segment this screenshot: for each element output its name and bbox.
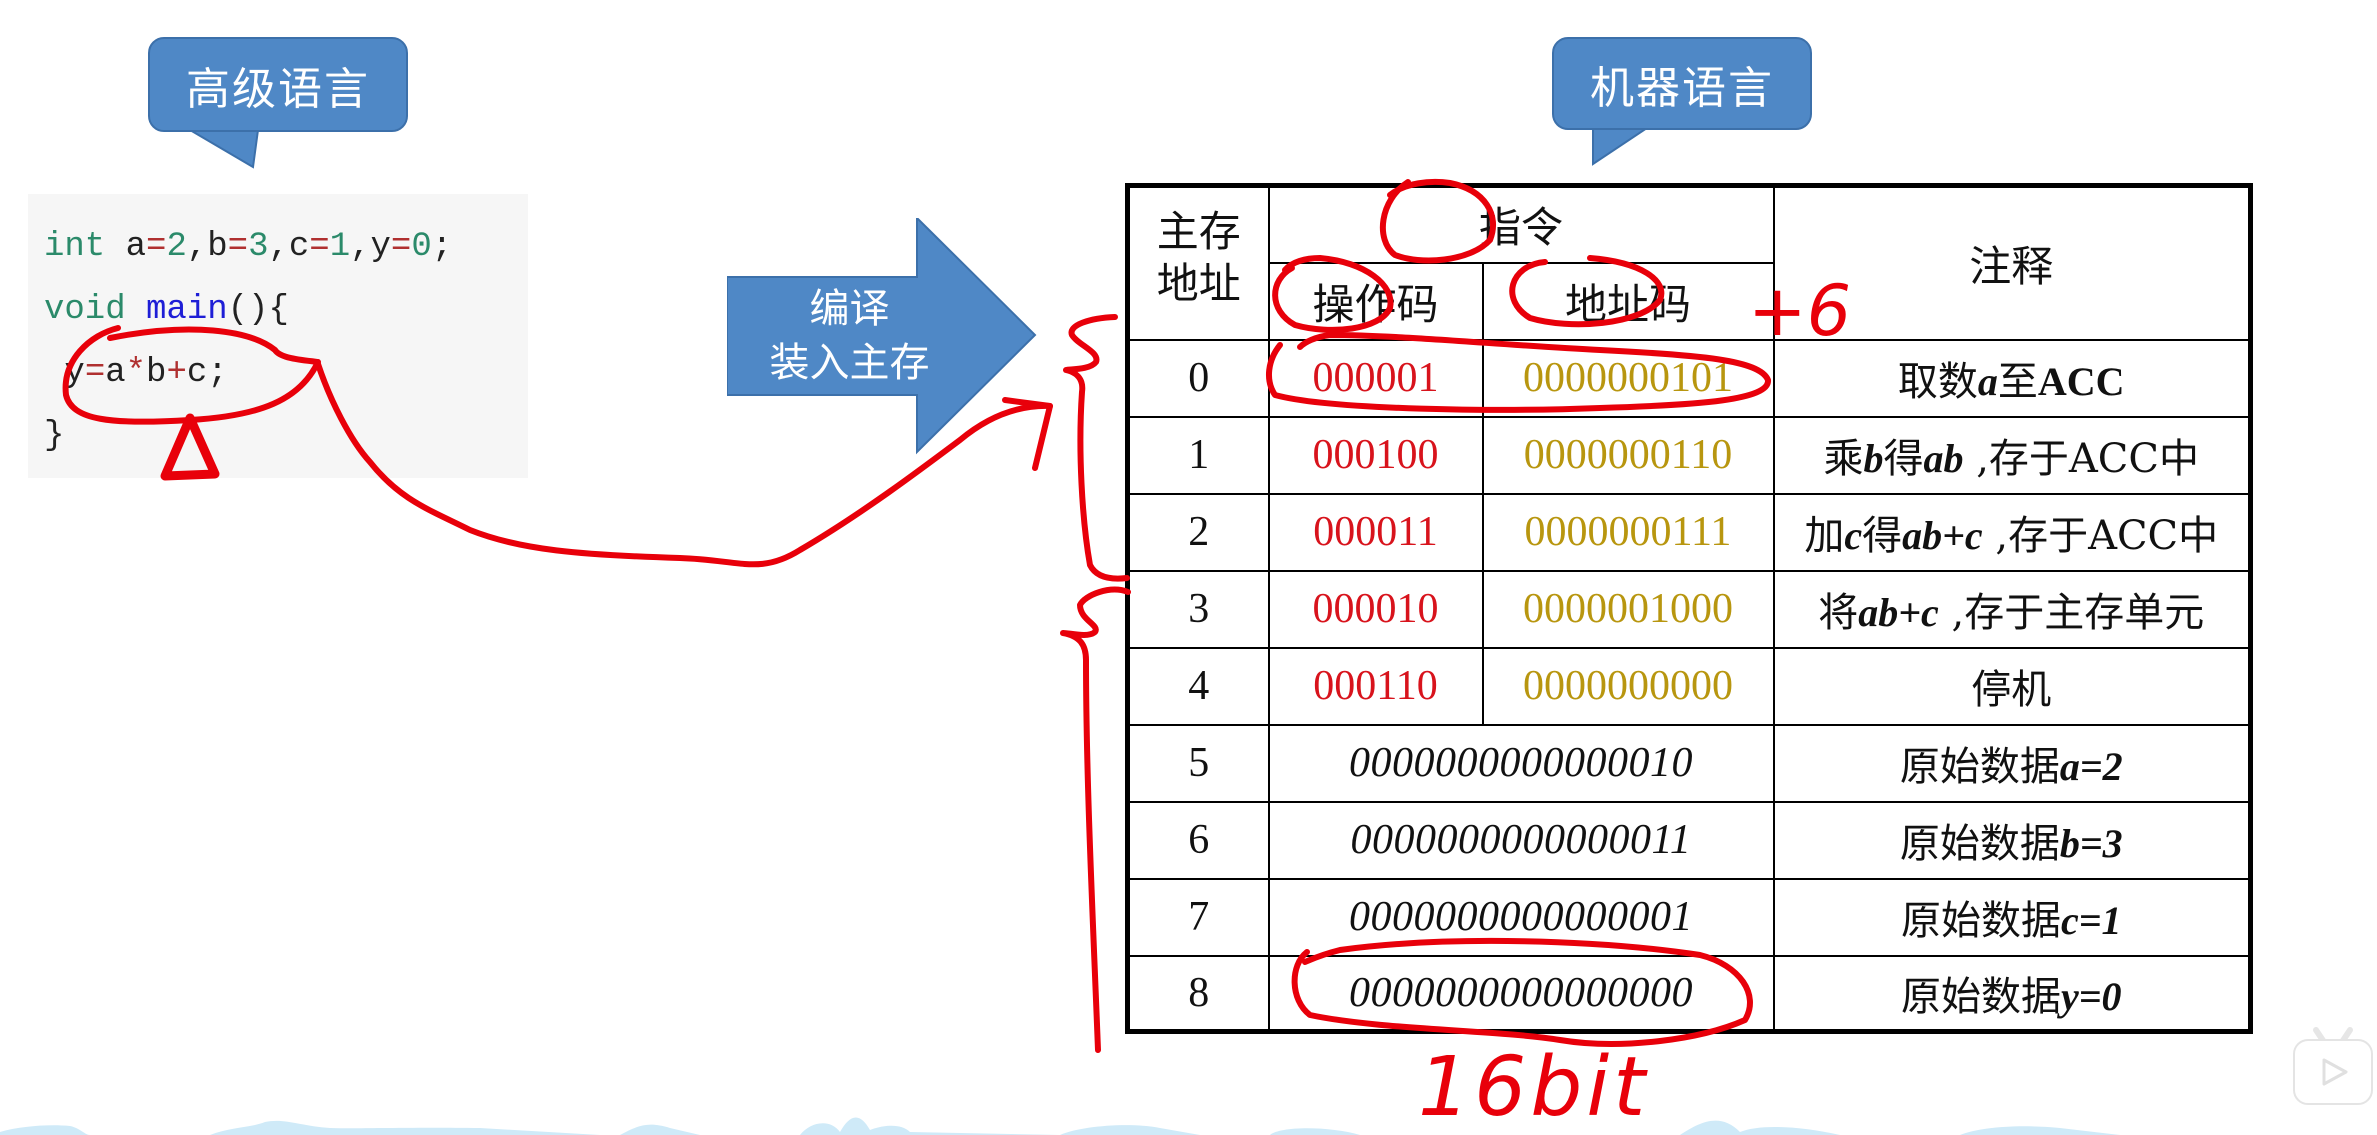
row-address-code: 0000000111 <box>1481 492 1775 572</box>
handwritten-field-width: +6 <box>1748 270 1852 352</box>
row-opcode: 000001 <box>1267 338 1484 418</box>
brace-instructions-icon <box>1063 314 1130 582</box>
row-opcode: 000110 <box>1267 646 1484 726</box>
row-comment: 加c得ab+c ,存于ACC中 <box>1772 492 2252 572</box>
header-address-code: 地址码 <box>1481 261 1775 341</box>
row-address: 3 <box>1126 569 1270 649</box>
row-address: 2 <box>1126 492 1270 572</box>
table-header-row-1: 主存 地址 指令 注释 <box>1126 184 2252 341</box>
row-data-value: 0000000000000001 <box>1267 877 1775 957</box>
row-address: 7 <box>1126 877 1270 957</box>
row-opcode: 000100 <box>1267 415 1484 495</box>
row-address: 6 <box>1126 800 1270 880</box>
code-line-3: y=a*b+c; <box>44 354 228 392</box>
callout-machine-label: 机器语言 <box>1590 62 1774 114</box>
table-row: 8 0000000000000000 原始数据y=0 <box>1126 954 2252 1033</box>
row-comment: 乘b得ab ,存于ACC中 <box>1772 415 2252 495</box>
header-opcode: 操作码 <box>1267 261 1484 341</box>
row-comment: 原始数据b=3 <box>1772 800 2252 880</box>
keyword-int: int <box>44 228 106 266</box>
main-memory-table: 主存 地址 指令 注释 操作码 地址码 0 000001 0000000101 … <box>1125 183 2253 1034</box>
row-address: 1 <box>1126 415 1270 495</box>
brace-data-icon <box>1060 586 1131 1053</box>
row-comment: 原始数据a=2 <box>1772 723 2252 803</box>
row-comment: 原始数据y=0 <box>1772 954 2252 1033</box>
keyword-void: void <box>44 291 126 329</box>
code-line-4: } <box>44 417 65 455</box>
table-row: 5 0000000000000010 原始数据a=2 <box>1126 723 2252 803</box>
row-comment: 取数a至ACC <box>1772 338 2252 418</box>
callout-high-level-label: 高级语言 <box>186 63 370 115</box>
row-address: 4 <box>1126 646 1270 726</box>
source-code-block: int a=2,b=3,c=1,y=0; void main(){ y=a*b+… <box>28 194 528 478</box>
table-row: 3 000010 0000001000 将ab+c ,存于主存单元 <box>1126 569 2252 649</box>
function-main: main <box>146 291 228 329</box>
row-address: 5 <box>1126 723 1270 803</box>
row-address: 8 <box>1126 954 1270 1033</box>
row-address-code: 0000000101 <box>1481 338 1775 418</box>
row-opcode: 000010 <box>1267 569 1484 649</box>
row-opcode: 000011 <box>1267 492 1484 572</box>
compile-arrow-label: 编译 装入主存 <box>769 286 930 386</box>
row-address-code: 0000001000 <box>1481 569 1775 649</box>
table-row: 6 0000000000000011 原始数据b=3 <box>1126 800 2252 880</box>
row-comment: 停机 <box>1772 646 2252 726</box>
row-address-code: 0000000000 <box>1481 646 1775 726</box>
tv-play-icon <box>2293 1027 2373 1105</box>
row-address: 0 <box>1126 338 1270 418</box>
row-data-value: 0000000000000010 <box>1267 723 1775 803</box>
table-row: 2 000011 0000000111 加c得ab+c ,存于ACC中 <box>1126 492 2252 572</box>
header-memory-address: 主存 地址 <box>1126 184 1270 341</box>
callout-machine-language: 机器语言 <box>1552 37 1812 130</box>
handwritten-bit-width: 16bit <box>1418 1040 1650 1135</box>
table-row: 1 000100 0000000110 乘b得ab ,存于ACC中 <box>1126 415 2252 495</box>
row-data-value: 0000000000000000 <box>1267 954 1775 1033</box>
row-comment: 将ab+c ,存于主存单元 <box>1772 569 2252 649</box>
code-line-2: void main(){ <box>44 291 289 329</box>
code-line-1: int a=2,b=3,c=1,y=0; <box>44 228 453 266</box>
row-data-value: 0000000000000011 <box>1267 800 1775 880</box>
header-instruction: 指令 <box>1267 184 1775 264</box>
callout-high-level-language: 高级语言 <box>148 37 408 132</box>
table-row: 4 000110 0000000000 停机 <box>1126 646 2252 726</box>
table-row: 7 0000000000000001 原始数据c=1 <box>1126 877 2252 957</box>
header-comment: 注释 <box>1772 184 2252 341</box>
decorative-wave <box>0 1117 2120 1135</box>
table-row: 0 000001 0000000101 取数a至ACC <box>1126 338 2252 418</box>
row-address-code: 0000000110 <box>1481 415 1775 495</box>
row-comment: 原始数据c=1 <box>1772 877 2252 957</box>
